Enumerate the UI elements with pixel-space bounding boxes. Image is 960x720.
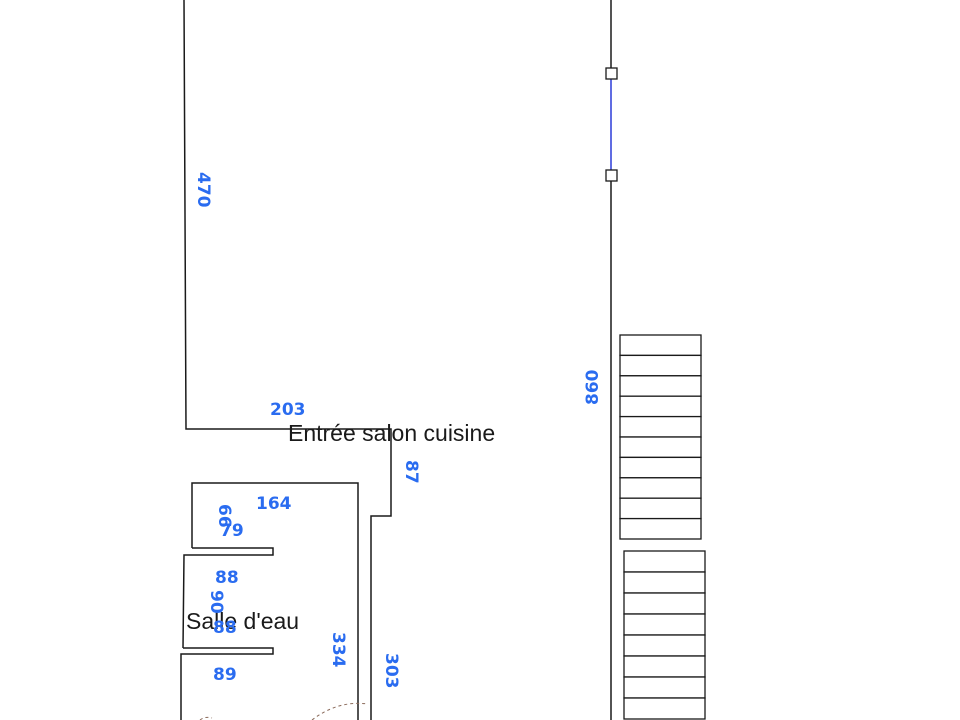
staircase-upper-flight[interactable]	[619, 334, 702, 540]
dimension-303[interactable]: 303	[381, 653, 401, 689]
stair-lower-step-2[interactable]	[623, 571, 706, 594]
dimension-334[interactable]: 334	[328, 632, 348, 668]
selection-handles[interactable]	[605, 67, 618, 182]
stair-upper-step-5[interactable]	[619, 415, 702, 438]
stair-lower-step-1[interactable]	[623, 550, 706, 573]
room-label-salle-deau[interactable]: Salle d'eau	[186, 608, 299, 634]
dimension-90[interactable]: 90	[206, 590, 226, 614]
stair-upper-step-8[interactable]	[619, 477, 702, 499]
stair-lower-step-4[interactable]	[623, 613, 706, 636]
dimension-labels: 470 203 860 87 164 66 79 88 90 88 89 334…	[193, 172, 603, 689]
stair-upper-step-9[interactable]	[619, 497, 702, 520]
wall-main-left[interactable]	[183, 0, 392, 720]
staircase-lower-flight[interactable]	[623, 550, 706, 720]
dimension-860[interactable]: 860	[583, 369, 603, 405]
handle-bottom[interactable]	[605, 169, 618, 182]
door-swing-arc-small	[199, 716, 213, 720]
stair-lower-step-5[interactable]	[623, 634, 706, 657]
wall-partition-lower[interactable]	[180, 647, 274, 720]
dimension-79[interactable]: 79	[220, 521, 244, 541]
room-label-entree-salon-cuisine[interactable]: Entrée salon cuisine	[288, 420, 495, 446]
dimension-164[interactable]: 164	[256, 494, 292, 514]
stair-upper-step-4[interactable]	[619, 395, 702, 418]
dimension-470[interactable]: 470	[193, 172, 213, 208]
door-swing-arc	[311, 702, 369, 720]
stair-upper-step-3[interactable]	[619, 375, 702, 397]
walls	[180, 0, 612, 720]
dimension-87[interactable]: 87	[401, 460, 421, 484]
dimension-66[interactable]: 66	[214, 504, 234, 528]
dimension-203[interactable]: 203	[270, 400, 306, 420]
stair-upper-step-6[interactable]	[619, 436, 702, 459]
stair-lower-step-7[interactable]	[623, 676, 706, 699]
stair-upper-step-10[interactable]	[619, 517, 702, 540]
dimension-88-upper[interactable]: 88	[215, 568, 239, 588]
stair-lower-step-3[interactable]	[623, 592, 706, 615]
handle-top[interactable]	[605, 67, 618, 80]
stair-lower-step-6[interactable]	[623, 655, 706, 678]
dimension-89[interactable]: 89	[213, 665, 237, 685]
wall-partition-upper[interactable]	[182, 547, 274, 649]
stair-upper-step-7[interactable]	[619, 456, 702, 479]
wall-bath-top[interactable]	[191, 482, 359, 720]
stair-upper-step-2[interactable]	[619, 354, 702, 377]
stair-upper-step-1[interactable]	[619, 334, 702, 357]
dimension-88-lower[interactable]: 88	[213, 618, 237, 638]
stair-lower-step-8[interactable]	[623, 697, 706, 720]
